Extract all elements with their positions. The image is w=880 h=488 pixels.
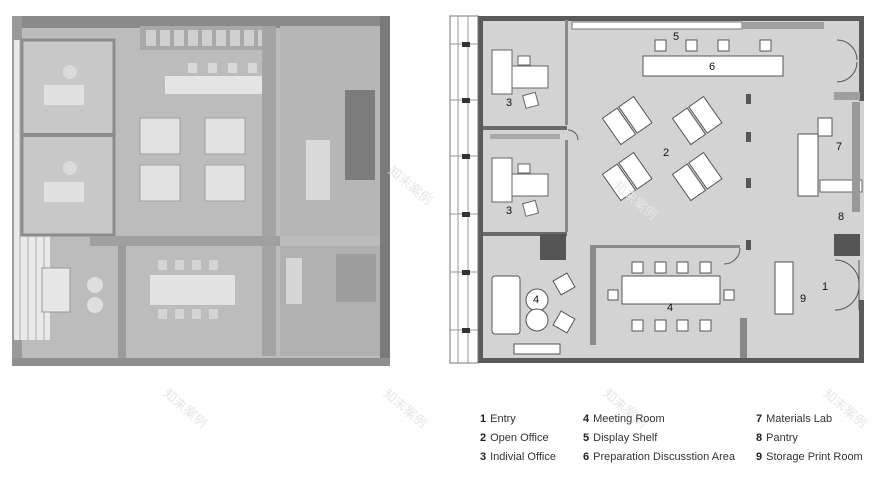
legend-label: Display Shelf bbox=[593, 432, 658, 444]
legend-label: Open Office bbox=[490, 432, 549, 444]
legend-number: 3 bbox=[480, 451, 487, 463]
legend-number: 2 bbox=[480, 432, 487, 444]
legend-label: Meeting Room bbox=[593, 413, 665, 425]
marker-storage-print-room: 9 bbox=[800, 293, 806, 305]
marker-meeting-room-lounge: 4 bbox=[533, 294, 539, 306]
marker-individual-office-top: 3 bbox=[506, 97, 512, 109]
legend-number: 7 bbox=[756, 413, 763, 425]
marker-individual-office-bottom: 3 bbox=[506, 205, 512, 217]
marker-display-shelf: 5 bbox=[673, 31, 679, 43]
rendered-model bbox=[12, 16, 390, 366]
legend-label: Materials Lab bbox=[766, 413, 833, 425]
legend-number: 1 bbox=[480, 413, 487, 425]
marker-meeting-room: 4 bbox=[667, 302, 673, 314]
floor-plan bbox=[449, 15, 864, 364]
marker-entry: 1 bbox=[822, 281, 828, 293]
legend-number: 6 bbox=[583, 451, 590, 463]
legend-number: 5 bbox=[583, 432, 590, 444]
marker-open-office: 2 bbox=[663, 147, 669, 159]
plan-markers: 1 2 3 3 4 4 5 6 7 8 9 bbox=[506, 31, 844, 314]
marker-pantry: 8 bbox=[838, 211, 844, 223]
legend-label: Pantry bbox=[766, 432, 798, 444]
legend-label: Entry bbox=[490, 413, 516, 425]
legend-number: 9 bbox=[756, 451, 763, 463]
legend-number: 8 bbox=[756, 432, 763, 444]
legend-label: Preparation Discusstion Area bbox=[593, 451, 735, 463]
legend-label: Indivial Office bbox=[490, 451, 556, 463]
marker-materials-lab: 7 bbox=[836, 141, 842, 153]
marker-preparation-area: 6 bbox=[709, 61, 715, 73]
legend-label: Storage Print Room bbox=[766, 451, 863, 463]
legend-number: 4 bbox=[583, 413, 590, 425]
